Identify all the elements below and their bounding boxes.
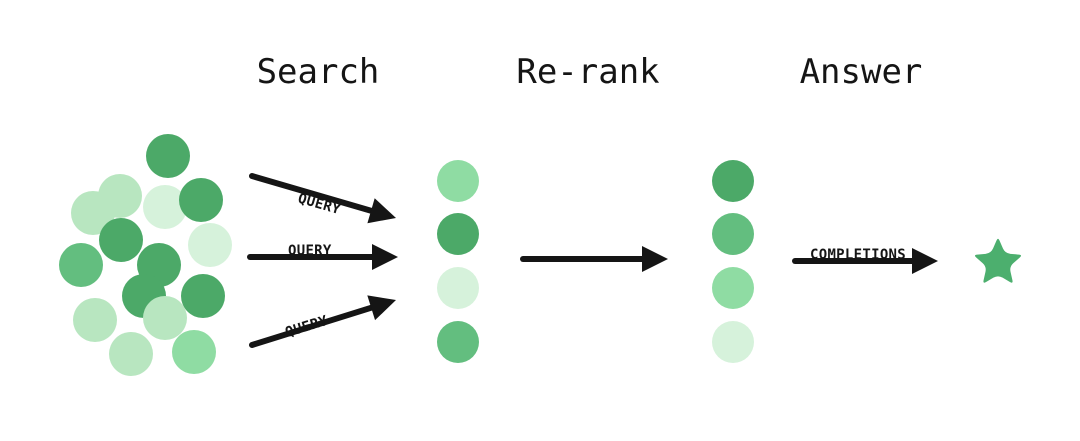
corpus-document-dot [99, 218, 143, 262]
reranked-document-dot [712, 213, 754, 255]
retrieved-document-dot [437, 213, 479, 255]
corpus-document-dot [109, 332, 153, 376]
stage-label-answer: Answer [799, 52, 923, 92]
corpus-document-dot [59, 243, 103, 287]
stage-label-rerank: Re-rank [516, 52, 660, 92]
corpus-document-dot [146, 134, 190, 178]
corpus-document-dot [181, 274, 225, 318]
corpus-document-dot [73, 298, 117, 342]
reranked-document-dot [712, 321, 754, 363]
corpus-document-dot [172, 330, 216, 374]
retrieved-document-dot [437, 267, 479, 309]
reranked-document-dot [712, 160, 754, 202]
answer-star [972, 237, 1024, 293]
stage-label-search: Search [256, 52, 380, 92]
retrieved-document-dot [437, 321, 479, 363]
retrieved-document-dot [437, 160, 479, 202]
corpus-document-dot [143, 296, 187, 340]
arrow-label-query-mid: QUERY [288, 243, 332, 259]
corpus-document-dot [188, 223, 232, 267]
corpus-document-dot [179, 178, 223, 222]
reranked-document-dot [712, 267, 754, 309]
star-icon [974, 238, 1022, 283]
arrow-label-completions: COMPLETIONS [810, 247, 907, 263]
